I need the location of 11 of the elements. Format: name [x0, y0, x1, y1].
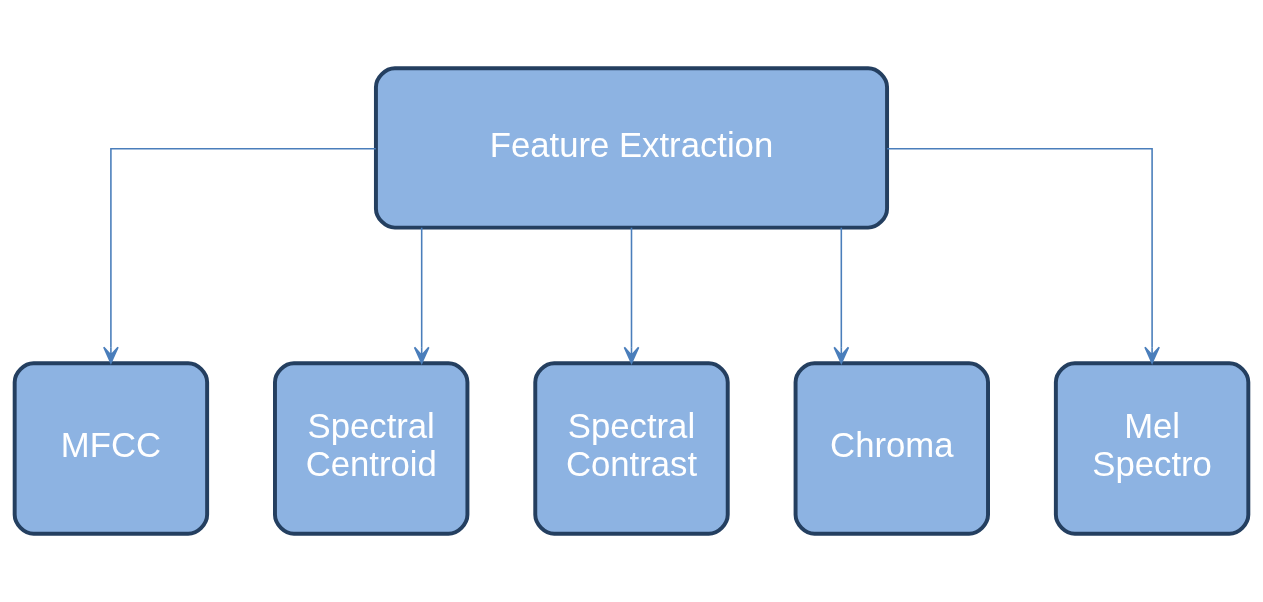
arrow: [413, 226, 430, 364]
node-box: Spectral Contrast: [533, 361, 730, 536]
node-box: Mel Spectro: [1053, 361, 1251, 536]
node-box: Chroma: [793, 361, 990, 536]
arrow: [886, 148, 1160, 364]
arrow: [833, 226, 850, 364]
node-box: Spectral Centroid: [273, 361, 470, 536]
node-box: Feature Extraction: [373, 66, 890, 230]
arrow: [623, 226, 640, 364]
arrow: [103, 148, 377, 364]
node-box: MFCC: [12, 361, 210, 536]
